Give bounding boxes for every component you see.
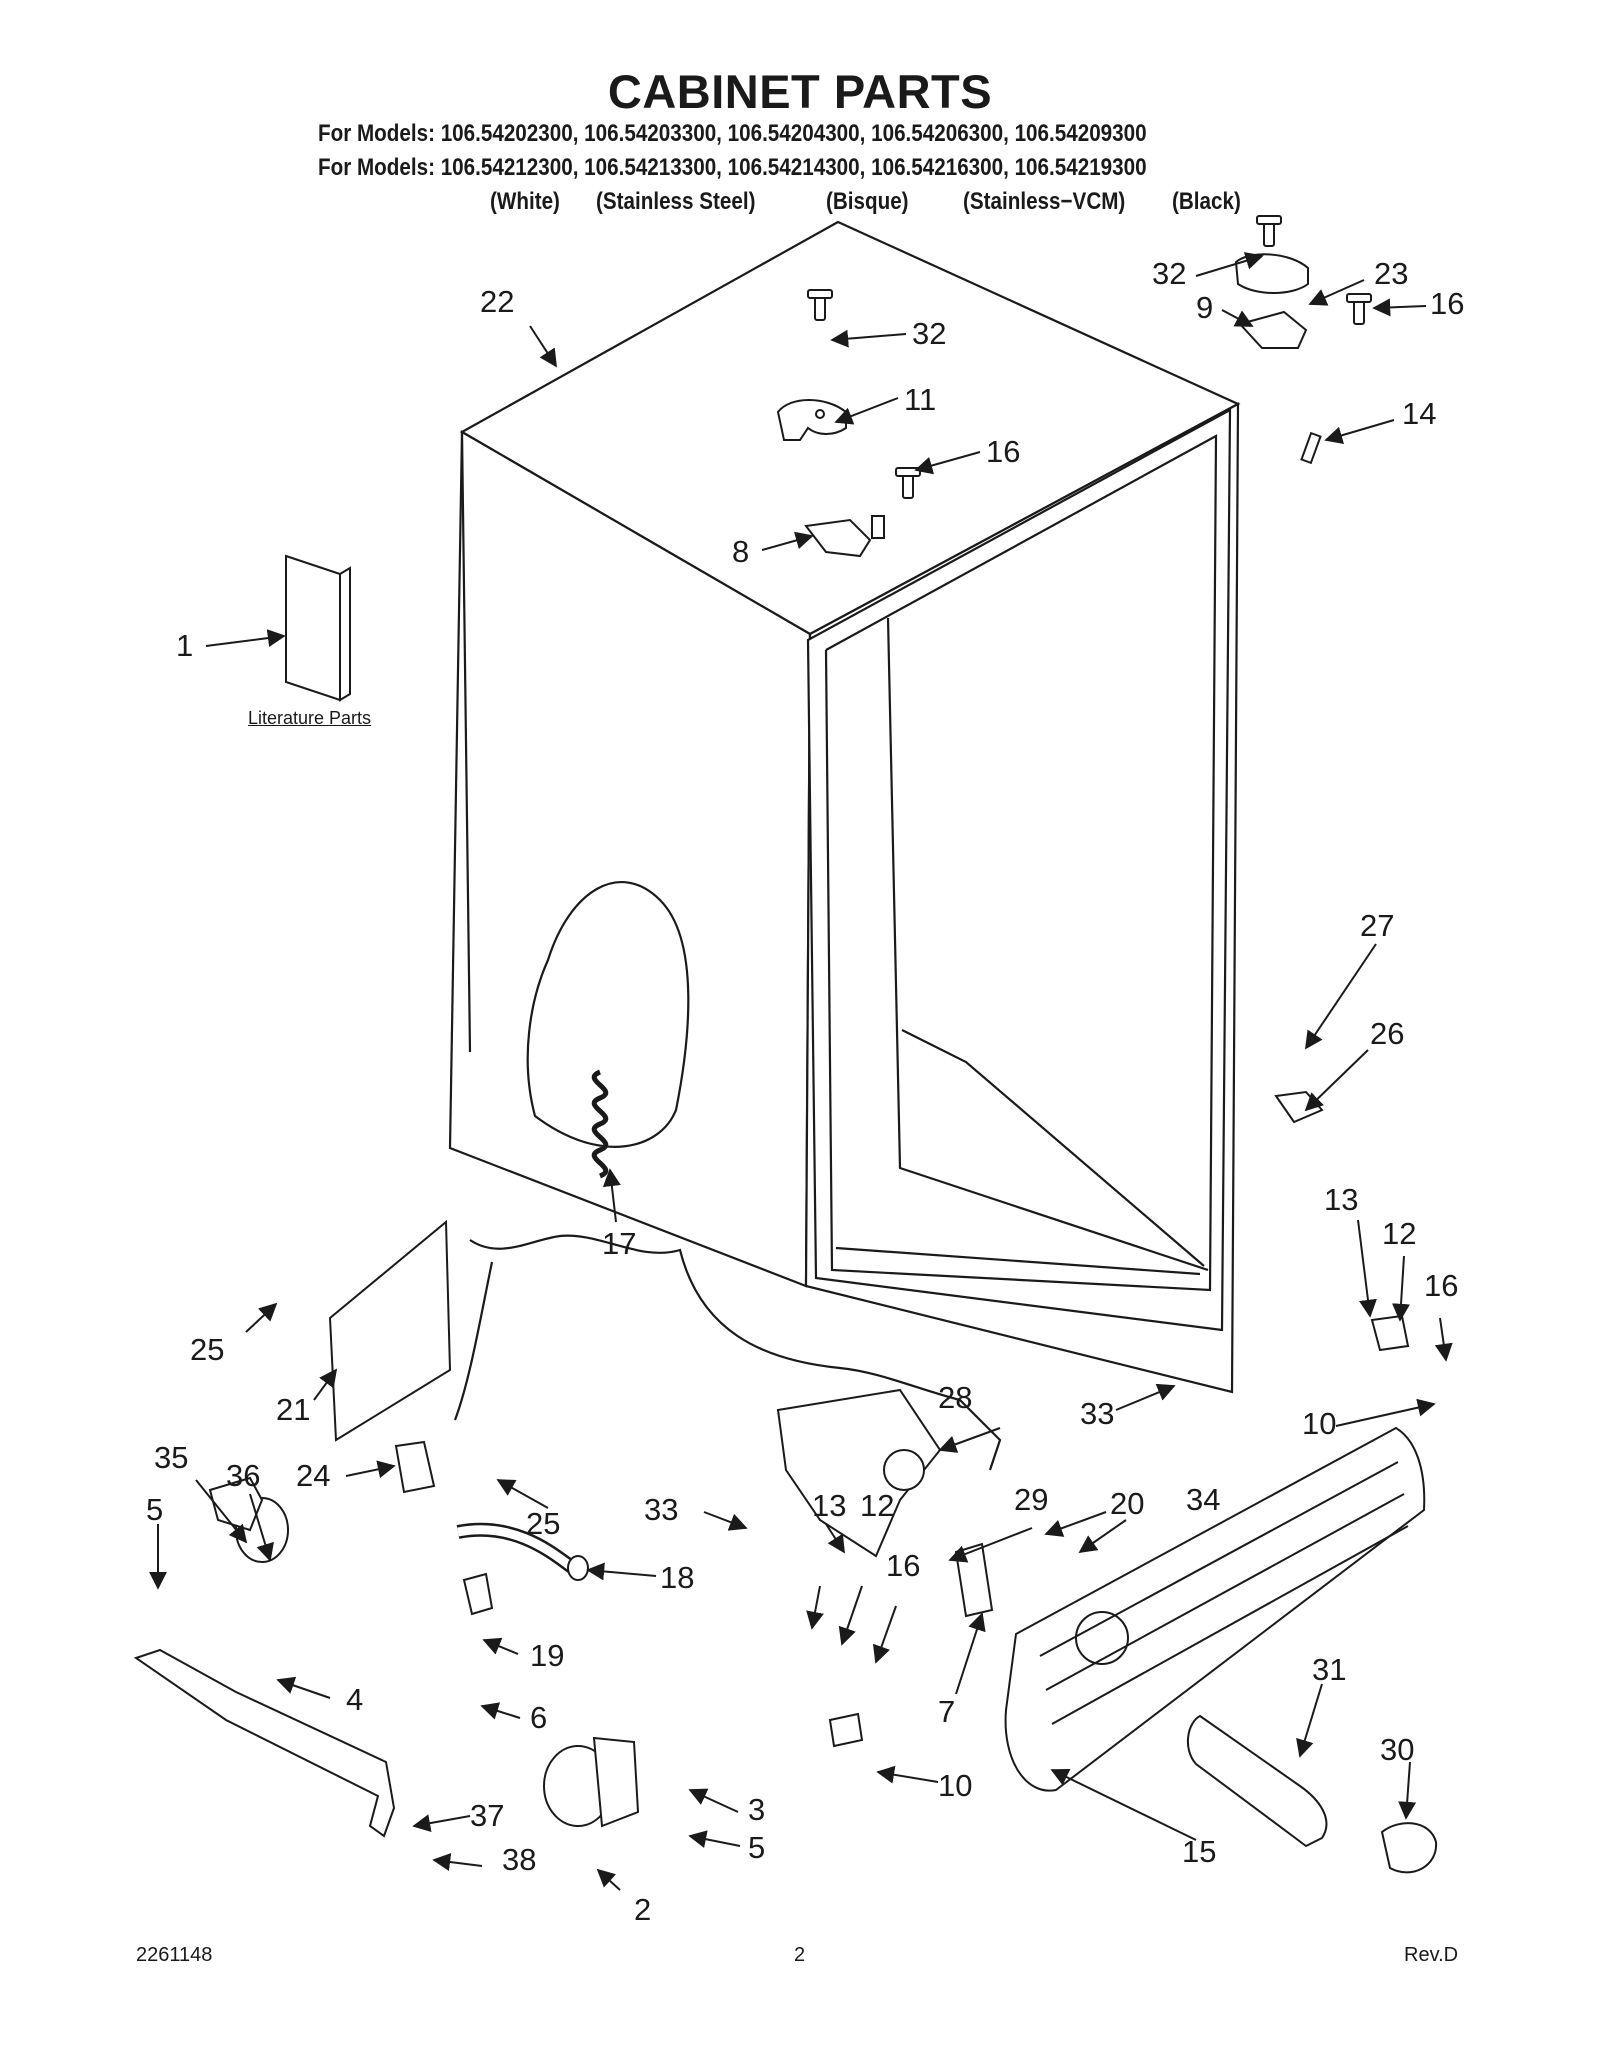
callout-14: 14 [1402, 396, 1436, 431]
callout-12-a: 12 [1382, 1216, 1416, 1251]
literature-book [285, 554, 351, 702]
variant-white: (White) [490, 188, 560, 215]
page-title: CABINET PARTS [607, 65, 993, 118]
cabinet-shell [448, 220, 1241, 1471]
callout-38: 38 [502, 1842, 536, 1877]
callout-3: 3 [748, 1792, 765, 1827]
callout-25-b: 25 [526, 1506, 560, 1541]
callout-29: 29 [1014, 1482, 1048, 1517]
callout-34: 34 [1186, 1482, 1220, 1517]
callout-27: 27 [1360, 908, 1394, 943]
callout-24: 24 [296, 1458, 330, 1493]
models-line-2: For Models: 106.54212300, 106.54213300, … [318, 154, 1147, 181]
callout-20: 20 [1110, 1486, 1144, 1521]
variant-stainless-steel: (Stainless Steel) [596, 188, 756, 215]
callout-31: 31 [1312, 1652, 1346, 1687]
callout-17: 17 [602, 1226, 636, 1261]
callout-6: 6 [530, 1700, 547, 1735]
callout-16-d: 16 [886, 1548, 920, 1583]
callout-18: 18 [660, 1560, 694, 1595]
page-number: 2 [794, 1944, 806, 1966]
callout-1: 1 [176, 628, 193, 663]
callout-35: 35 [154, 1440, 188, 1475]
callout-15: 15 [1182, 1834, 1216, 1869]
leader-lines [149, 252, 1453, 1891]
models-line-1: For Models: 106.54202300, 106.54203300, … [318, 120, 1147, 147]
callout-30: 30 [1380, 1732, 1414, 1767]
callout-16-b: 16 [1430, 286, 1464, 321]
callout-10-a: 10 [1302, 1406, 1336, 1441]
callout-12-b: 12 [860, 1488, 894, 1523]
lower-assembly-parts [133, 1069, 1438, 1874]
callout-11: 11 [904, 382, 936, 417]
callout-4: 4 [346, 1682, 363, 1717]
callout-23: 23 [1374, 256, 1408, 291]
callout-16-c: 16 [1424, 1268, 1458, 1303]
hinge-parts-top [776, 215, 1372, 558]
callout-32-a: 32 [912, 316, 946, 351]
document-number: 2261148 [136, 1944, 213, 1966]
callout-8: 8 [732, 534, 749, 569]
callout-22: 22 [480, 284, 514, 319]
callout-5-b: 5 [748, 1830, 765, 1865]
callout-36: 36 [226, 1458, 260, 1493]
callout-2: 2 [634, 1892, 651, 1927]
callout-13-a: 13 [1324, 1182, 1358, 1217]
callout-25-a: 25 [190, 1332, 224, 1367]
callout-26: 26 [1370, 1016, 1404, 1051]
callout-labels: 1 22 32 11 16 8 32 23 16 9 14 27 26 17 1… [146, 256, 1464, 1927]
callout-28: 28 [938, 1380, 972, 1415]
callout-33-b: 33 [644, 1492, 678, 1527]
callout-10-b: 10 [938, 1768, 972, 1803]
revision-label: Rev.D [1404, 1944, 1459, 1966]
variant-stainless-vcm: (Stainless−VCM) [963, 188, 1126, 215]
callout-37: 37 [470, 1798, 504, 1833]
callout-5-a: 5 [146, 1492, 163, 1527]
callout-21: 21 [276, 1392, 310, 1427]
callout-16-a: 16 [986, 434, 1020, 469]
callout-13-b: 13 [812, 1488, 846, 1523]
variant-bisque: (Bisque) [826, 188, 909, 215]
callout-32-b: 32 [1152, 256, 1186, 291]
literature-parts-label: Literature Parts [248, 708, 372, 728]
callout-7: 7 [938, 1694, 955, 1729]
callout-19: 19 [530, 1638, 564, 1673]
variant-black: (Black) [1172, 188, 1241, 215]
callout-33-a: 33 [1080, 1396, 1114, 1431]
callout-9: 9 [1196, 290, 1213, 325]
